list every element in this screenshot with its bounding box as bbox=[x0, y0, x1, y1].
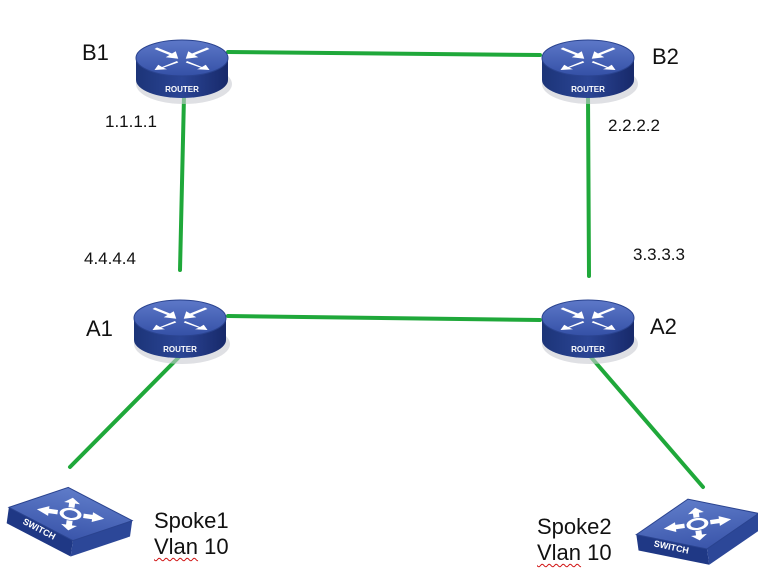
devices-layer: ROUTER ROUTER ROUTER ROUTER SWITCH SWITCH bbox=[6, 39, 758, 565]
link-a1-a2 bbox=[226, 314, 542, 322]
switch-spoke1: SWITCH bbox=[6, 486, 134, 557]
spoke2-name: Spoke2 bbox=[537, 514, 612, 539]
router-icon bbox=[560, 47, 616, 70]
spoke2-label: Spoke2 Vlan 10 bbox=[537, 514, 612, 566]
router-icon bbox=[152, 307, 208, 330]
router-badge-b1: ROUTER bbox=[165, 85, 199, 94]
spoke2-vlan: Vlan 10 bbox=[537, 540, 612, 566]
link-b2-a2 bbox=[586, 94, 591, 278]
router-name-a2: A2 bbox=[650, 314, 677, 339]
router-a2: ROUTER bbox=[541, 299, 638, 364]
link-b1-b2 bbox=[226, 50, 542, 57]
links-layer bbox=[68, 50, 705, 489]
router-b2: ROUTER bbox=[541, 39, 638, 104]
ip-label-a1: 4.4.4.4 bbox=[84, 249, 136, 268]
link-a2-spoke2 bbox=[588, 354, 705, 489]
router-badge-b2: ROUTER bbox=[571, 85, 605, 94]
spoke1-vlan: Vlan 10 bbox=[154, 534, 229, 560]
router-badge-a1: ROUTER bbox=[163, 345, 197, 354]
router-name-a1: A1 bbox=[86, 316, 113, 341]
spoke2-vlan-word: Vlan bbox=[537, 540, 582, 565]
link-a1-spoke1 bbox=[68, 354, 182, 469]
spoke1-name: Spoke1 bbox=[154, 508, 229, 533]
switch-icon bbox=[36, 497, 105, 531]
spoke1-label: Spoke1 Vlan 10 bbox=[154, 508, 229, 560]
router-name-b1: B1 bbox=[82, 40, 109, 65]
router-badge-a2: ROUTER bbox=[571, 345, 605, 354]
switch-icon bbox=[663, 507, 732, 541]
spoke1-vlan-id: 10 bbox=[204, 534, 229, 559]
spoke2-vlan-id: 10 bbox=[587, 540, 612, 565]
ip-label-b1: 1.1.1.1 bbox=[105, 112, 157, 131]
ip-label-b2: 2.2.2.2 bbox=[608, 116, 660, 135]
router-icon bbox=[154, 47, 210, 70]
switch-spoke2: SWITCH bbox=[635, 498, 758, 565]
router-a1: ROUTER bbox=[133, 299, 230, 364]
router-b1: ROUTER bbox=[135, 39, 232, 104]
link-b1-a1 bbox=[178, 94, 186, 272]
spoke1-vlan-word: Vlan bbox=[154, 534, 199, 559]
router-icon bbox=[560, 307, 616, 330]
router-name-b2: B2 bbox=[652, 44, 679, 69]
ip-label-a2: 3.3.3.3 bbox=[633, 245, 685, 264]
